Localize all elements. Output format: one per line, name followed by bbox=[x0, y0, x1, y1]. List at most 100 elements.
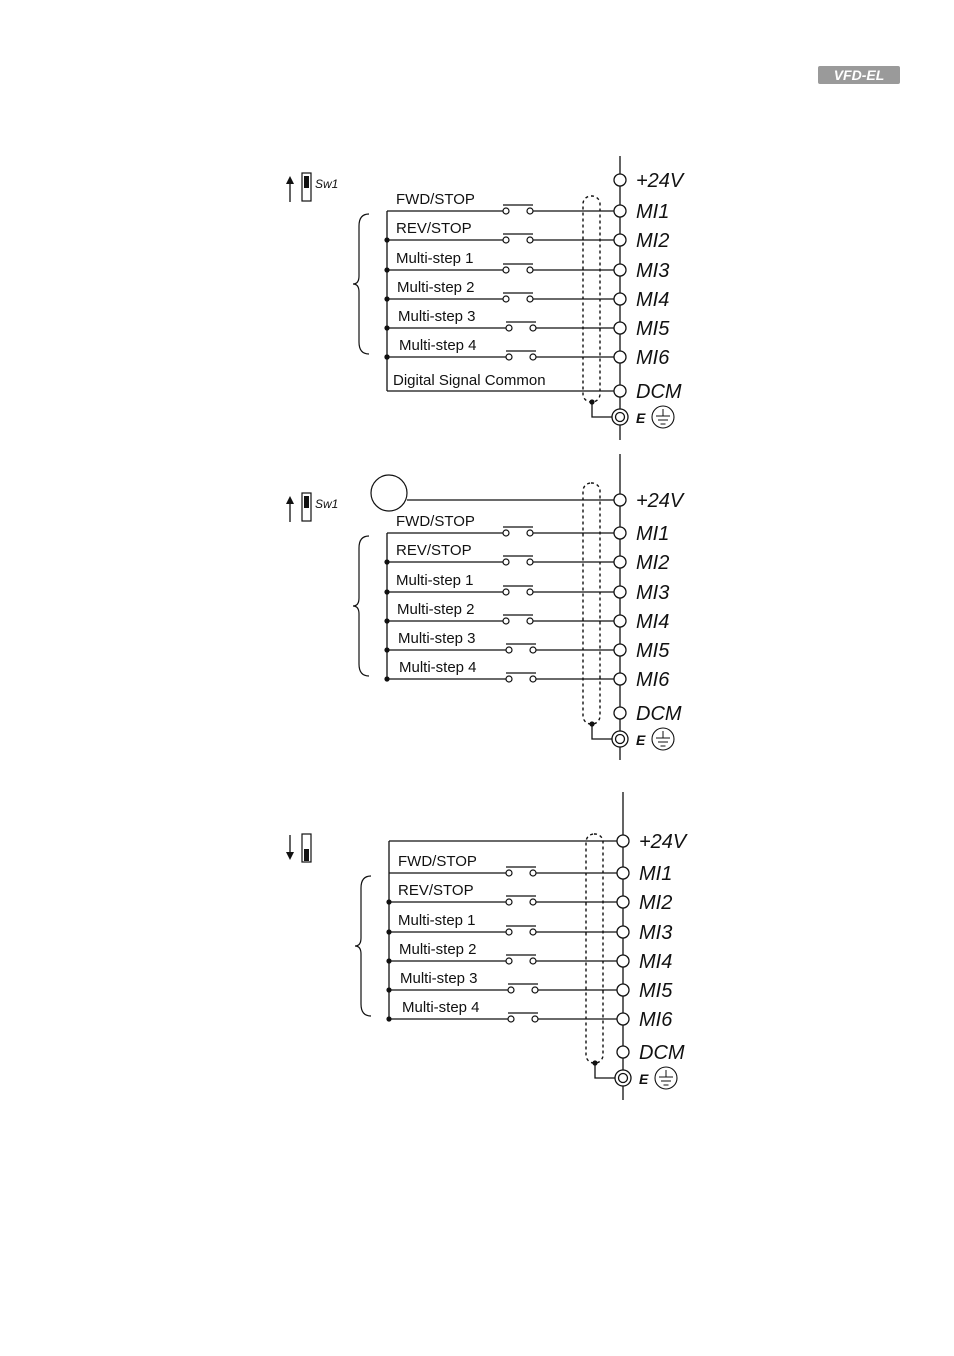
input-row: Multi-step 3 bbox=[384, 630, 614, 654]
terminal-circle bbox=[616, 925, 630, 939]
cable-shield bbox=[585, 833, 604, 1064]
input-row: Multi-step 2 bbox=[386, 941, 617, 965]
terminal-label: MI6 bbox=[636, 347, 670, 369]
terminal-circle bbox=[613, 204, 627, 218]
input-label: FWD/STOP bbox=[396, 513, 475, 530]
diagrams: Sw1+24VMI1MI2MI3MI4MI5MI6DCMEFWD/STOPREV… bbox=[286, 156, 688, 1100]
input-label: REV/STOP bbox=[398, 882, 474, 899]
terminal-mi2: MI2 bbox=[616, 892, 672, 914]
shield-drain-wire bbox=[591, 724, 612, 740]
terminal-circle bbox=[613, 350, 627, 364]
contact-right bbox=[526, 207, 534, 215]
terminal-label: MI1 bbox=[636, 523, 669, 545]
contact-left bbox=[505, 898, 513, 906]
contact-left bbox=[502, 558, 510, 566]
terminal-mi3: MI3 bbox=[616, 922, 672, 944]
terminal-mi3: MI3 bbox=[613, 582, 669, 604]
input-label: REV/STOP bbox=[396, 542, 472, 559]
input-group-brace bbox=[352, 213, 370, 355]
terminal-e-label: E bbox=[636, 410, 646, 426]
contact-left bbox=[502, 617, 510, 625]
terminal-label: MI2 bbox=[639, 892, 672, 914]
terminal-mi5: MI5 bbox=[613, 640, 670, 662]
contact-right bbox=[526, 295, 534, 303]
diagram-3: +24VMI1MI2MI3MI4MI5MI6DCMEFWD/STOPREV/ST… bbox=[286, 792, 688, 1100]
terminal-plus24v: +24V bbox=[616, 831, 688, 853]
digital-signal-common: Digital Signal Common bbox=[384, 354, 614, 392]
contact-left bbox=[502, 295, 510, 303]
input-label: FWD/STOP bbox=[396, 191, 475, 208]
terminal-dcm: DCM bbox=[613, 381, 682, 403]
input-row: Multi-step 3 bbox=[384, 308, 614, 332]
input-label: Multi-step 2 bbox=[397, 601, 475, 618]
external-source bbox=[370, 474, 614, 512]
terminal-circle bbox=[613, 292, 627, 306]
terminal-label: MI4 bbox=[639, 951, 672, 973]
terminal-label: DCM bbox=[636, 381, 682, 403]
switch-body bbox=[301, 833, 312, 863]
contact-right bbox=[526, 588, 534, 596]
terminal-e-label: E bbox=[636, 732, 646, 748]
input-row: Multi-step 4 bbox=[384, 659, 614, 683]
terminal-circle bbox=[616, 895, 630, 909]
shield-drain-wire bbox=[591, 402, 612, 418]
terminal-circle bbox=[613, 643, 627, 657]
terminal-mi6: MI6 bbox=[613, 669, 670, 691]
terminal-circle bbox=[613, 706, 627, 720]
ground-icon bbox=[651, 405, 675, 429]
input-row: Multi-step 1 bbox=[384, 572, 614, 596]
input-row: FWD/STOP bbox=[389, 853, 617, 877]
input-row: FWD/STOP bbox=[387, 191, 614, 215]
input-label: Multi-step 3 bbox=[398, 630, 476, 647]
rail-node bbox=[384, 354, 390, 360]
terminal-label: MI2 bbox=[636, 230, 669, 252]
terminal-circle bbox=[613, 263, 627, 277]
contact-left bbox=[505, 957, 513, 965]
input-label: Multi-step 4 bbox=[399, 659, 477, 676]
terminal-label: MI5 bbox=[636, 318, 670, 340]
terminal-mi6: MI6 bbox=[616, 1009, 673, 1031]
contact-left bbox=[502, 529, 510, 537]
terminal-mi1: MI1 bbox=[613, 201, 669, 223]
terminal-circle bbox=[613, 585, 627, 599]
sw1-label: Sw1 bbox=[315, 497, 338, 511]
contact-right bbox=[529, 928, 537, 936]
contact-left bbox=[505, 869, 513, 877]
contact-left bbox=[505, 646, 513, 654]
terminal-label: +24V bbox=[639, 831, 688, 853]
ground-terminal-inner bbox=[617, 1072, 629, 1084]
input-label: Multi-step 2 bbox=[397, 279, 475, 296]
contact-right bbox=[531, 986, 539, 994]
input-row: REV/STOP bbox=[384, 542, 614, 566]
input-row: Multi-step 4 bbox=[386, 999, 617, 1023]
ground-icon bbox=[654, 1066, 678, 1090]
sw1-switch bbox=[286, 833, 312, 863]
terminal-label: MI4 bbox=[636, 611, 669, 633]
terminal-mi1: MI1 bbox=[616, 863, 672, 885]
ground-icon bbox=[651, 727, 675, 751]
terminal-label: MI4 bbox=[636, 289, 669, 311]
contact-left bbox=[505, 353, 513, 361]
terminal-circle bbox=[613, 384, 627, 398]
sw1-switch: Sw1 bbox=[286, 492, 338, 522]
input-group-brace bbox=[354, 875, 372, 1017]
ground-terminal-inner bbox=[614, 733, 626, 745]
terminal-label: DCM bbox=[636, 703, 682, 725]
contact-right bbox=[531, 1015, 539, 1023]
logo-text: VFD-EL bbox=[834, 67, 885, 83]
terminal-circle bbox=[616, 1012, 630, 1026]
terminal-e: E bbox=[614, 1066, 678, 1090]
input-label: REV/STOP bbox=[396, 220, 472, 237]
logo-badge bbox=[818, 66, 900, 84]
terminal-mi2: MI2 bbox=[613, 230, 669, 252]
cable-shield bbox=[582, 482, 601, 725]
input-row: Multi-step 1 bbox=[386, 912, 617, 936]
terminal-circle bbox=[616, 954, 630, 968]
contact-left bbox=[505, 928, 513, 936]
input-label: Multi-step 1 bbox=[396, 572, 474, 589]
terminal-label: MI6 bbox=[639, 1009, 673, 1031]
terminal-circle bbox=[616, 866, 630, 880]
terminal-circle bbox=[616, 834, 630, 848]
contact-left bbox=[505, 324, 513, 332]
